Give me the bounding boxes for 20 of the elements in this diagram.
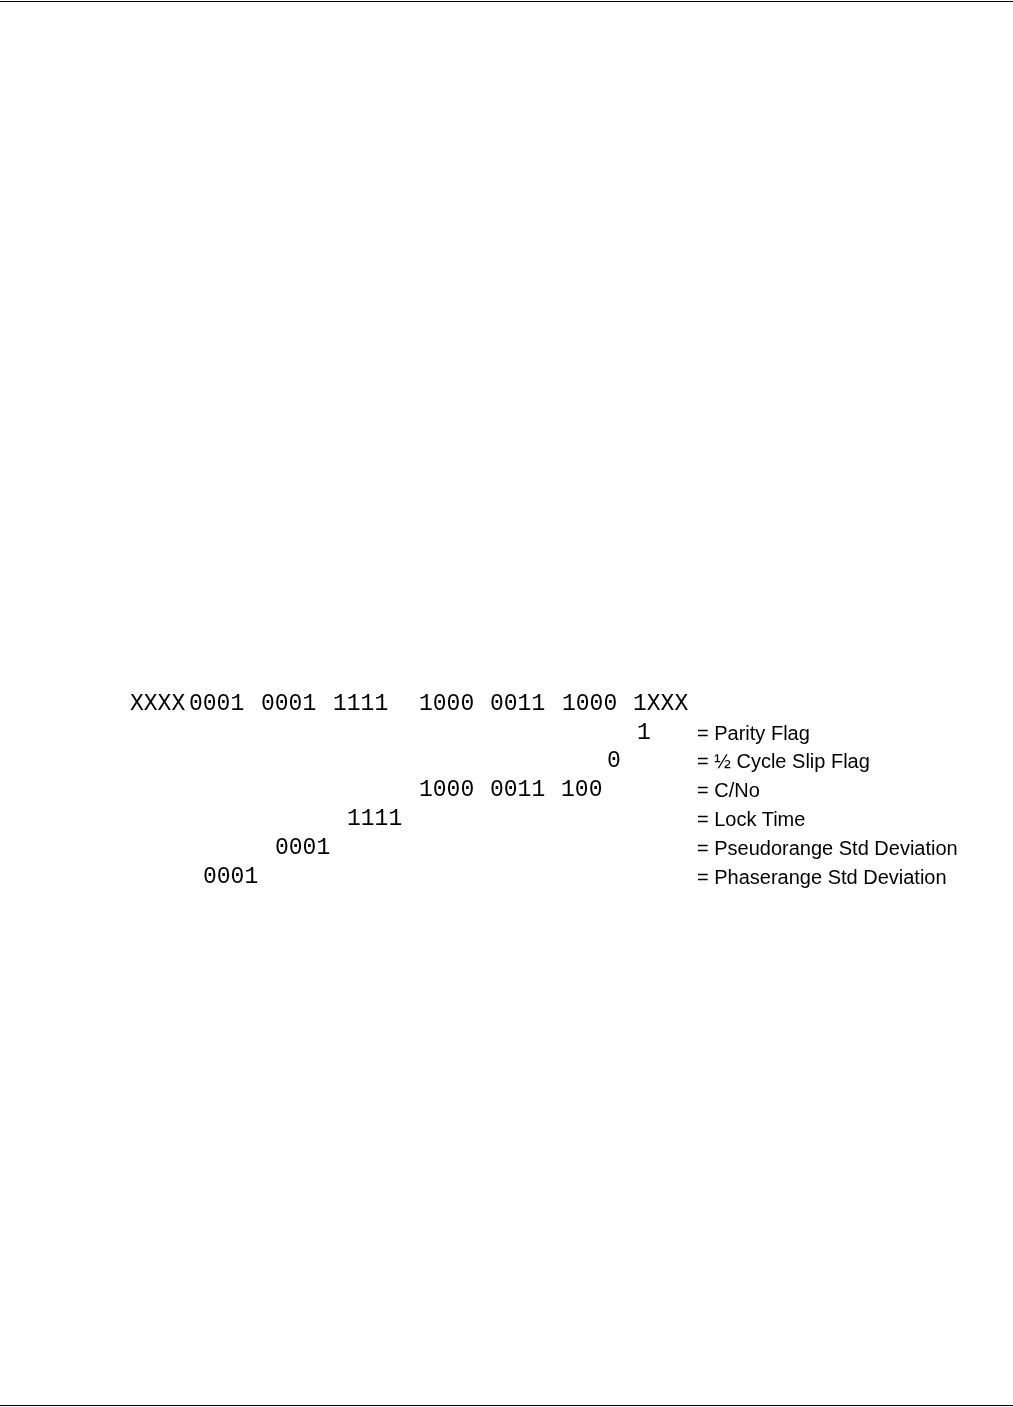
- field-description: = Parity Flag: [697, 723, 810, 743]
- bit-field: 1000: [419, 692, 475, 716]
- field-description: = Pseudorange Std Deviation: [697, 838, 958, 858]
- field-description: = C/No: [697, 780, 760, 800]
- bit-field: 0: [607, 749, 621, 773]
- bit-field: 1111: [347, 807, 403, 831]
- bit-field: 1000: [562, 692, 618, 716]
- bit-field: 0001: [189, 692, 245, 716]
- bit-field: 0011: [490, 692, 546, 716]
- bit-field: 1000 0011 100: [419, 778, 603, 802]
- field-description: = ½ Cycle Slip Flag: [697, 751, 870, 771]
- field-description: = Phaserange Std Deviation: [697, 867, 947, 887]
- bit-field: 0001: [275, 836, 331, 860]
- bit-field: 0001: [203, 865, 259, 889]
- field-description: = Lock Time: [697, 809, 806, 829]
- bit-field: 1: [637, 721, 651, 745]
- bit-field: 1XXX: [633, 692, 689, 716]
- bit-field: 0001: [261, 692, 317, 716]
- bit-field: XXXX: [130, 692, 186, 716]
- bit-field: 1111: [333, 692, 389, 716]
